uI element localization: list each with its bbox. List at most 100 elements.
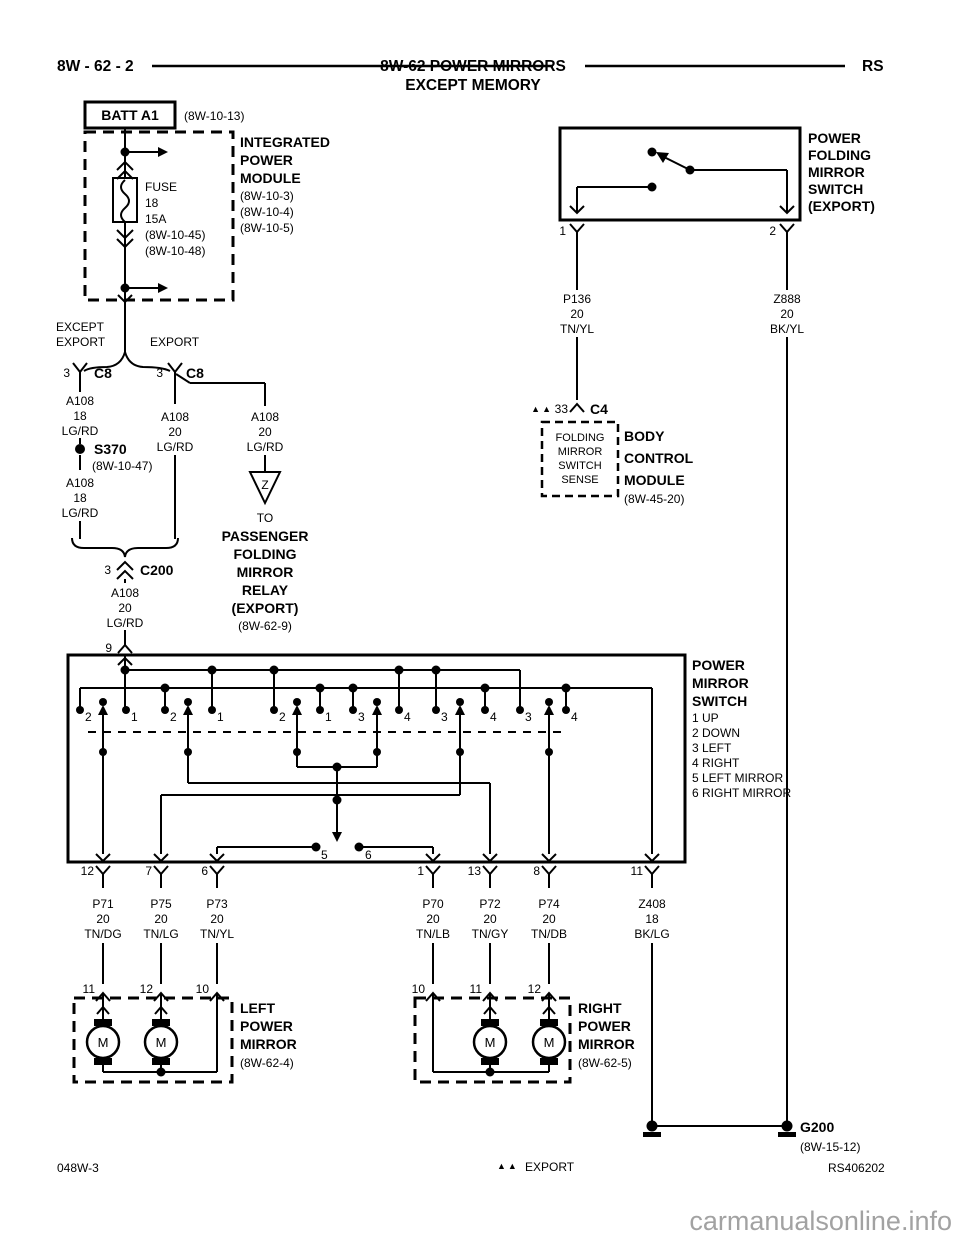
splice-dot	[75, 444, 85, 454]
legend-item: 4 RIGHT	[692, 756, 740, 770]
right-mirror-name: POWER	[578, 1018, 631, 1034]
pin-number: 7	[145, 864, 152, 878]
ground-g200: G200 (8W-15-12)	[643, 1119, 860, 1154]
contact-label: 1	[325, 710, 332, 724]
page-footer: 048W-3 ▲▲ EXPORT RS406202 carmanualsonli…	[57, 1160, 952, 1236]
wire-label: P74	[538, 897, 560, 911]
connector-chevron-icon	[483, 1005, 497, 1015]
connector-chevron-icon	[116, 569, 134, 580]
pin-number: 12	[528, 982, 542, 996]
connector-c200: 3 C200 A108 20 LG/RD 9	[71, 537, 179, 655]
output-pin-6: 6 P73 20 TN/YL	[200, 864, 234, 984]
wire-label: P136	[563, 292, 591, 306]
wire-label: TN/DG	[84, 927, 121, 941]
c4-name: C4	[590, 401, 608, 417]
document-number: RS406202	[828, 1161, 885, 1175]
wire-label: 20	[542, 912, 556, 926]
wire-label: LG/RD	[62, 424, 99, 438]
legend-item: 5 LEFT MIRROR	[692, 771, 783, 785]
switch-output-pins: 12 P71 20 TN/DG 7 P75 20 TN/LG 6 P73 20 …	[81, 864, 670, 1126]
contact-label: 3	[441, 710, 448, 724]
wire-a108-splice-branch: A108 18 LG/RD S370 (8W-10-47) A108 18 LG…	[62, 394, 152, 539]
selector-arrow-icon	[332, 832, 342, 842]
switch-feed-pin: 9	[105, 641, 112, 655]
left-power-mirror: 11 12 10 M M LEFT POWER MIRROR (8W-62-4)	[72, 982, 297, 1084]
selector-contact-label: 5	[321, 848, 328, 862]
ipm-name-1: INTEGRATED	[240, 134, 330, 150]
c4-pin: 33	[555, 402, 569, 416]
contact-label: 2	[85, 710, 92, 724]
wire-label: 20	[426, 912, 440, 926]
contact-label: 2	[279, 710, 286, 724]
ground-symbol-icon	[778, 1132, 796, 1137]
c200-pin: 3	[104, 563, 111, 577]
wire-label: 18	[73, 491, 87, 505]
switch-feed-bus	[120, 665, 521, 710]
wire-label: P73	[206, 897, 228, 911]
output-pin-12: 12 P71 20 TN/DG	[81, 864, 122, 984]
connector-c8-left: 3 C8	[63, 362, 112, 392]
connector-chevron-icon	[542, 1005, 556, 1015]
wire-label: 20	[96, 912, 110, 926]
pin-number: 1	[417, 864, 424, 878]
inline-connector-icon	[569, 402, 585, 413]
pin-number: 12	[140, 982, 154, 996]
wire-label: TN/YL	[560, 322, 594, 336]
wiper-arm	[98, 698, 108, 854]
wire-a108-export-branch: A108 20 LG/RD	[157, 410, 194, 539]
c8-right-name: C8	[186, 365, 204, 381]
off-page-reference: A108 20 LG/RD Z TO PASSENGER FOLDING MIR…	[222, 410, 309, 633]
motor-label: M	[98, 1035, 109, 1050]
right-mirror-dashed-box	[413, 996, 572, 1084]
folding-switch-name: POWER	[808, 130, 861, 146]
wiper-arm	[372, 698, 382, 767]
inline-connector-icon	[569, 223, 585, 234]
fuse-number: 18	[145, 196, 159, 210]
off-page-line: PASSENGER	[222, 528, 309, 544]
wire-label: LG/RD	[157, 440, 194, 454]
ipm-internal-wiring	[116, 128, 168, 180]
pin-number: 13	[468, 864, 482, 878]
connector-chevron-icon	[116, 229, 134, 240]
mirror-selector: 5 6	[216, 762, 434, 862]
mirror-motor: M	[531, 1019, 567, 1065]
motor-label: M	[156, 1035, 167, 1050]
wire-label: 20	[258, 425, 272, 439]
bcm-name: CONTROL	[624, 450, 694, 466]
left-mirror-name: MIRROR	[240, 1036, 297, 1052]
page-subtitle: EXCEPT MEMORY	[405, 77, 541, 94]
page-header: 8W - 62 - 2 8W-62 POWER MIRRORS EXCEPT M…	[57, 58, 884, 94]
power-mirror-switch: POWER MIRROR SWITCH 1 UP 2 DOWN 3 LEFT 4…	[66, 653, 791, 864]
wiper-arm	[544, 698, 554, 854]
mirror-switch-name: MIRROR	[692, 675, 749, 691]
output-pin-1: 1 P70 20 TN/LB	[416, 864, 450, 984]
right-power-mirror: 10 11 12 M M RIGHT POWER MIRROR (8W-62-5…	[412, 982, 635, 1084]
legend-item: 2 DOWN	[692, 726, 740, 740]
export-marker-label: EXPORT	[525, 1160, 575, 1174]
contact-label: 4	[404, 710, 411, 724]
battery-feed: BATT A1 (8W-10-13)	[83, 100, 244, 130]
except-export-label-1: EXCEPT	[56, 320, 105, 334]
ipm-ref-2: (8W-10-4)	[240, 205, 294, 219]
mirror-switch-name: POWER	[692, 657, 745, 673]
fuse-ref-1: (8W-10-45)	[145, 228, 205, 242]
wire-label: BK/LG	[634, 927, 669, 941]
output-pin-7: 7 P75 20 TN/LG	[143, 864, 179, 984]
fuse-18: FUSE 18 15A (8W-10-45) (8W-10-48)	[112, 177, 205, 258]
wire-label: P72	[479, 897, 501, 911]
bcm-pin-function: SWITCH	[558, 460, 601, 472]
ground-name: G200	[800, 1119, 834, 1135]
export-branch: EXCEPT EXPORT EXPORT	[56, 320, 200, 372]
connector-chevron-icon	[96, 1005, 110, 1015]
pin-number: 11	[470, 982, 483, 996]
merge-brace	[71, 537, 179, 558]
off-page-line: (EXPORT)	[232, 600, 299, 616]
bcm-pin-function: MIRROR	[558, 446, 603, 458]
off-page-triangle-icon	[248, 471, 282, 506]
splice-ref: (8W-10-47)	[92, 459, 152, 473]
right-mirror-name: MIRROR	[578, 1036, 635, 1052]
wire-label: BK/YL	[770, 322, 804, 336]
fuse-element-icon	[120, 179, 130, 223]
connector-chevron-icon	[116, 560, 134, 571]
export-marker-icon: ▲▲	[497, 1161, 519, 1171]
